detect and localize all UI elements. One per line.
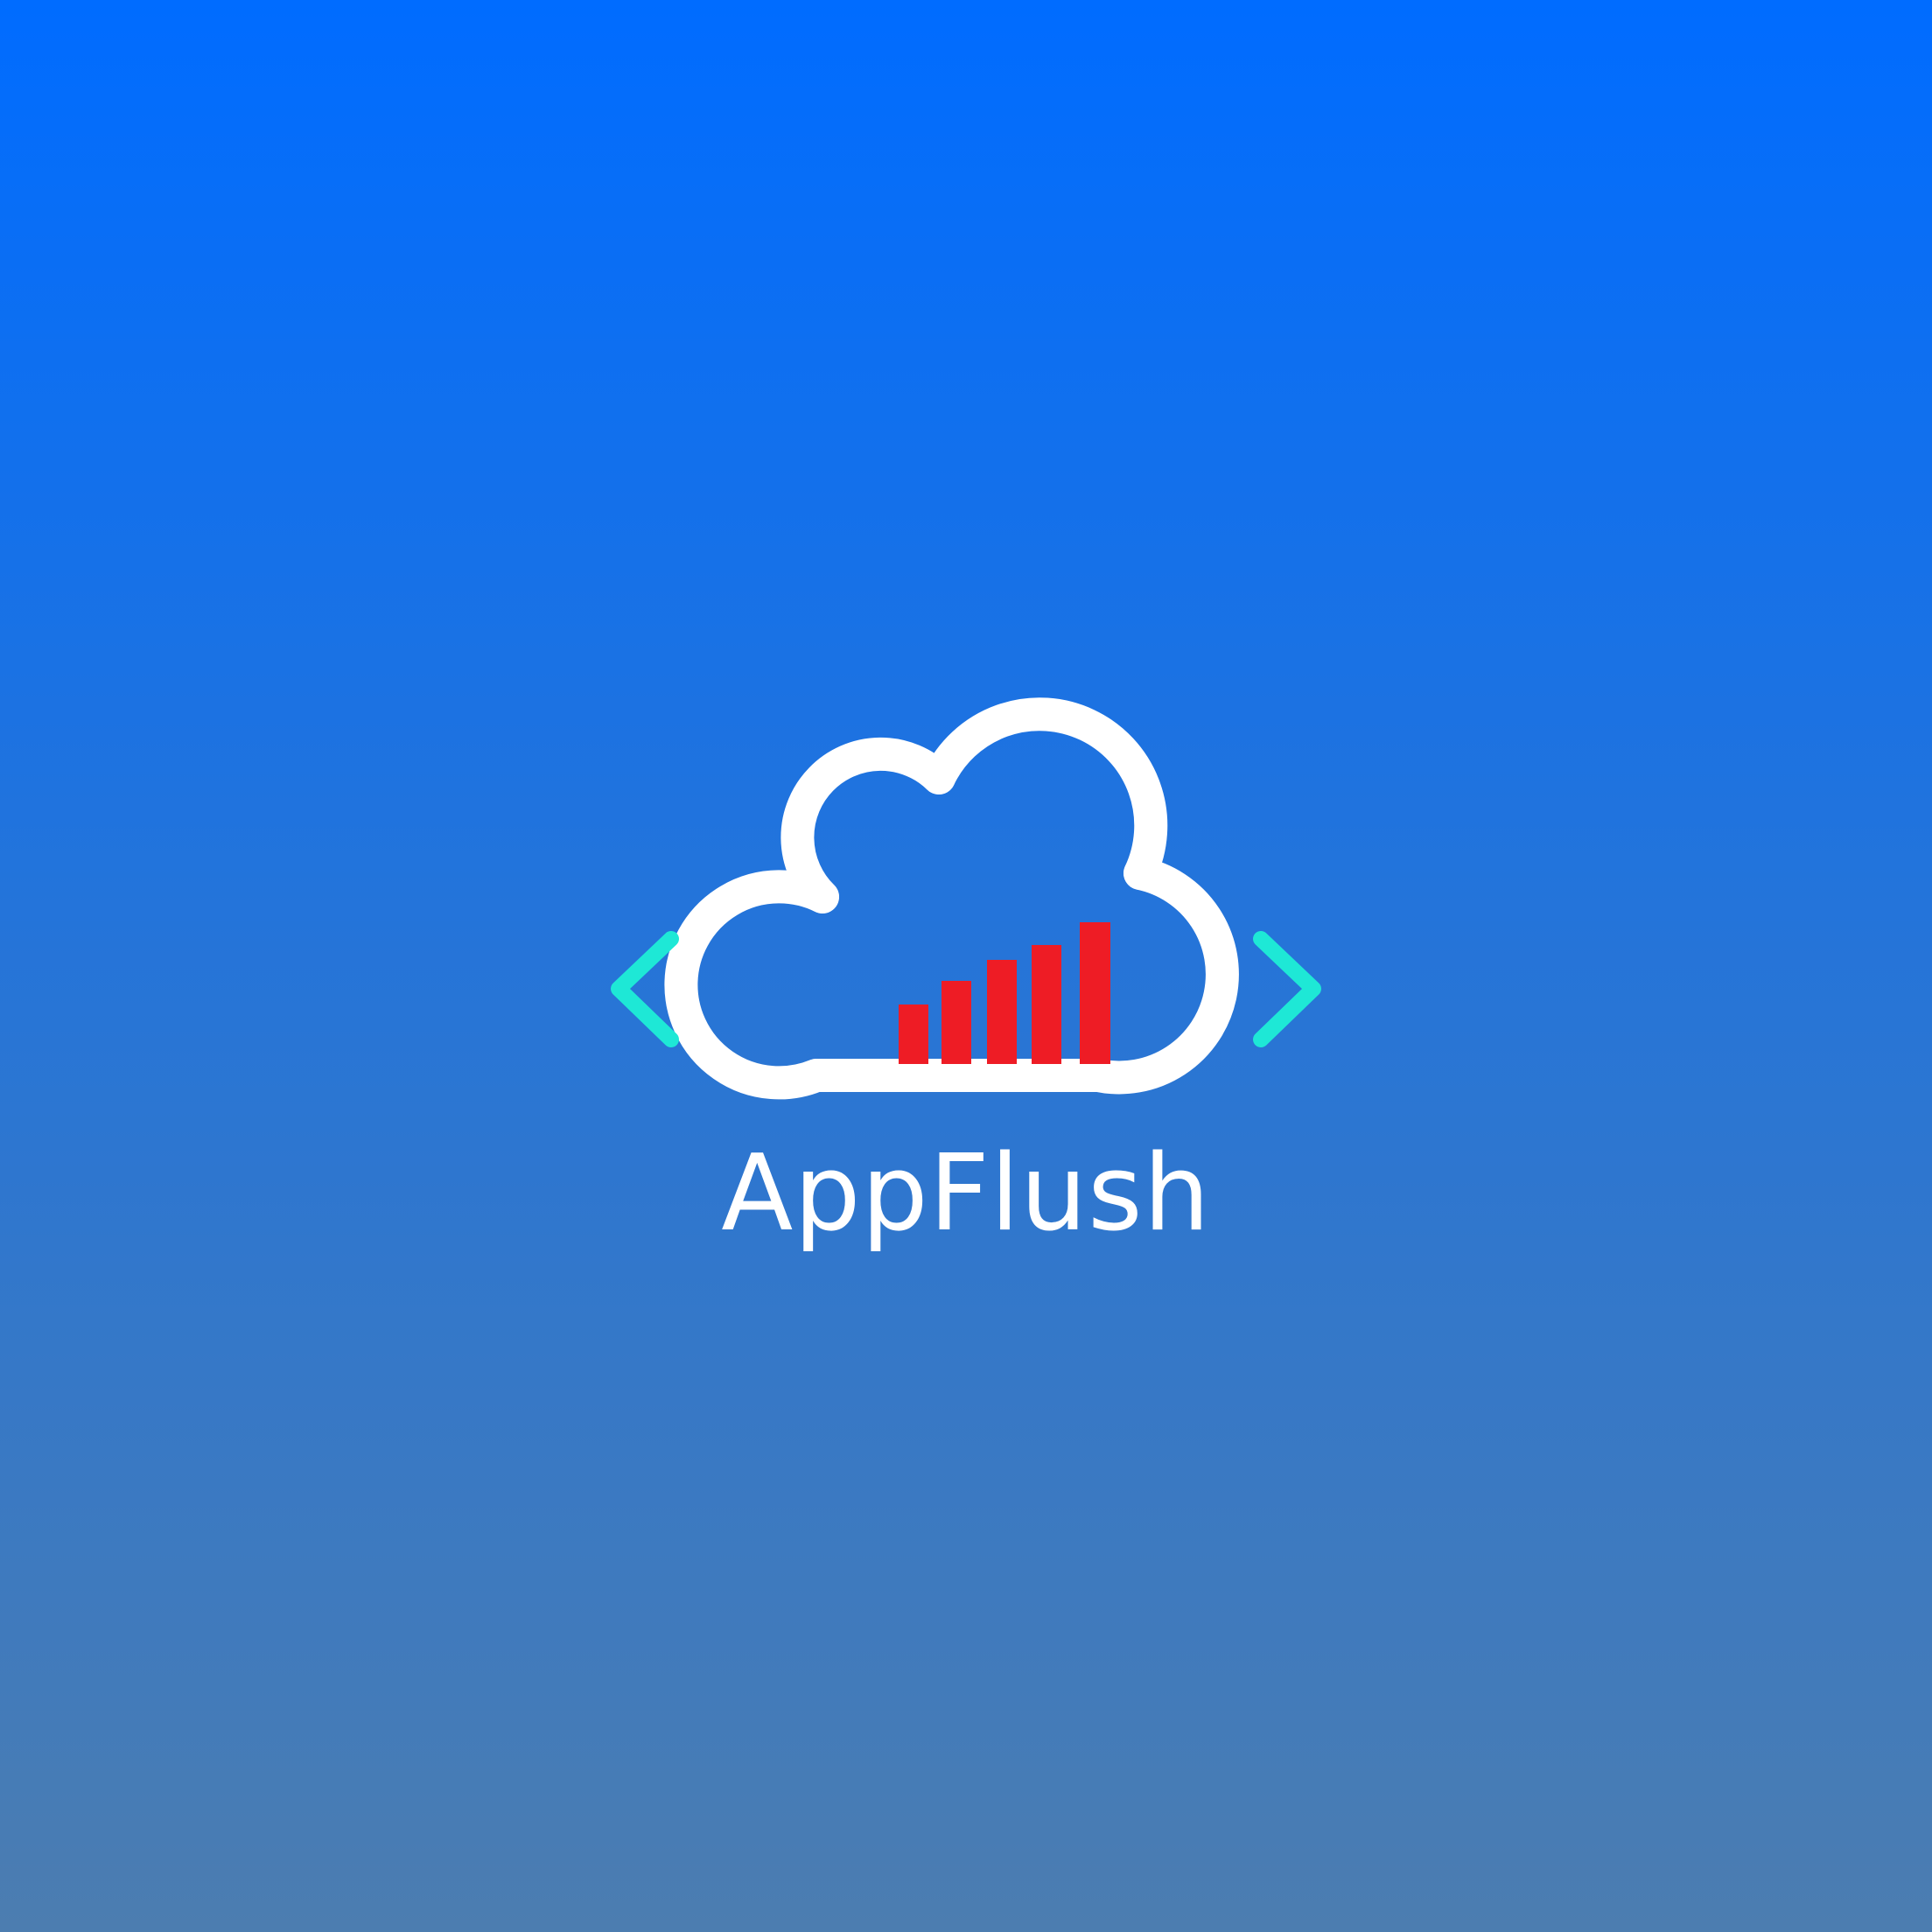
chevron-left-icon [611, 931, 679, 1047]
app-name: AppFlush [721, 1133, 1211, 1255]
bar-1 [899, 1004, 928, 1064]
bar-3 [987, 960, 1017, 1064]
bar-5 [1080, 922, 1110, 1064]
bar-4 [1032, 945, 1061, 1064]
app-logo [611, 697, 1321, 1100]
bar-2 [942, 981, 971, 1064]
cloud-icon [664, 697, 1239, 1100]
bar-chart-icon [899, 922, 1110, 1064]
chevron-right-icon [1253, 931, 1321, 1047]
